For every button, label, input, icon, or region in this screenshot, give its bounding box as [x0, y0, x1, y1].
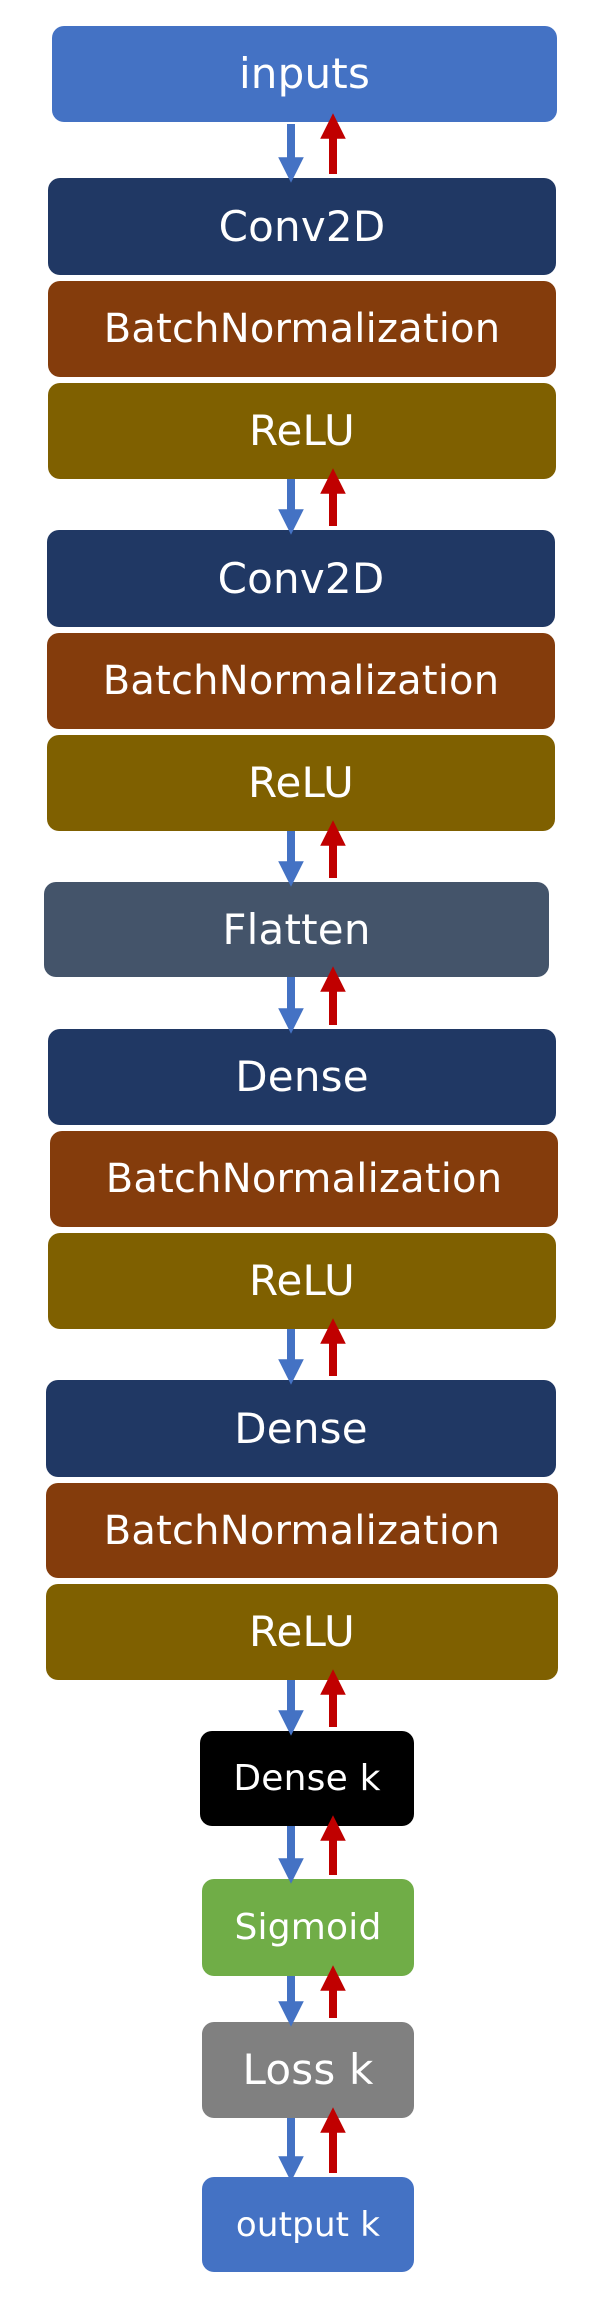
- flatten-label: Flatten: [222, 904, 371, 954]
- batchnorm-label-1: BatchNormalization: [103, 306, 501, 352]
- arrow-pair-7: [278, 1815, 346, 1884]
- dense-block-1: Dense: [48, 1029, 556, 1125]
- loss-k-block: Loss k: [202, 2022, 414, 2118]
- flatten-block: Flatten: [44, 882, 549, 977]
- batchnorm-block-2: BatchNormalization: [47, 633, 555, 729]
- relu-label-1: ReLU: [249, 406, 355, 455]
- arrow-pair-4: [278, 966, 346, 1034]
- batchnorm-block-4: BatchNormalization: [46, 1483, 558, 1578]
- conv2d-label-1: Conv2D: [218, 201, 386, 251]
- batchnorm-block-3: BatchNormalization: [50, 1131, 558, 1227]
- relu-block-3: ReLU: [48, 1233, 556, 1329]
- relu-block-2: ReLU: [47, 735, 555, 831]
- batchnorm-label-4: BatchNormalization: [103, 1507, 501, 1554]
- relu-label-3: ReLU: [249, 1256, 355, 1305]
- conv2d-label-2: Conv2D: [217, 553, 385, 603]
- relu-label-2: ReLU: [248, 758, 354, 807]
- conv2d-block-2: Conv2D: [47, 530, 555, 627]
- dense-label-1: Dense: [235, 1052, 369, 1101]
- relu-block-1: ReLU: [48, 383, 556, 479]
- arrow-pair-5: [278, 1318, 346, 1385]
- dense-block-2: Dense: [46, 1380, 556, 1477]
- arrow-pair-1: [278, 113, 346, 183]
- relu-label-4: ReLU: [249, 1607, 355, 1656]
- output-k-block: output k: [202, 2177, 414, 2272]
- dense-k-block: Dense k: [200, 1731, 414, 1826]
- loss-k-label: Loss k: [242, 2045, 374, 2094]
- arrow-pair-2: [278, 468, 346, 535]
- batchnorm-block-1: BatchNormalization: [48, 281, 556, 377]
- output-k-label: output k: [235, 2204, 381, 2245]
- sigmoid-label: Sigmoid: [234, 1906, 382, 1948]
- dense-k-label: Dense k: [233, 1757, 381, 1799]
- arrow-pair-9: [278, 2107, 346, 2182]
- arrow-pair-3: [278, 820, 346, 887]
- batchnorm-label-2: BatchNormalization: [102, 658, 500, 704]
- arrow-pair-8: [278, 1965, 346, 2027]
- inputs-block: inputs: [52, 26, 557, 122]
- dense-label-2: Dense: [234, 1403, 368, 1453]
- batchnorm-label-3: BatchNormalization: [105, 1156, 503, 1202]
- sigmoid-block: Sigmoid: [202, 1879, 414, 1976]
- arrow-pair-6: [278, 1669, 346, 1736]
- inputs-label: inputs: [238, 49, 371, 98]
- relu-block-4: ReLU: [46, 1584, 558, 1680]
- conv2d-block-1: Conv2D: [48, 178, 556, 275]
